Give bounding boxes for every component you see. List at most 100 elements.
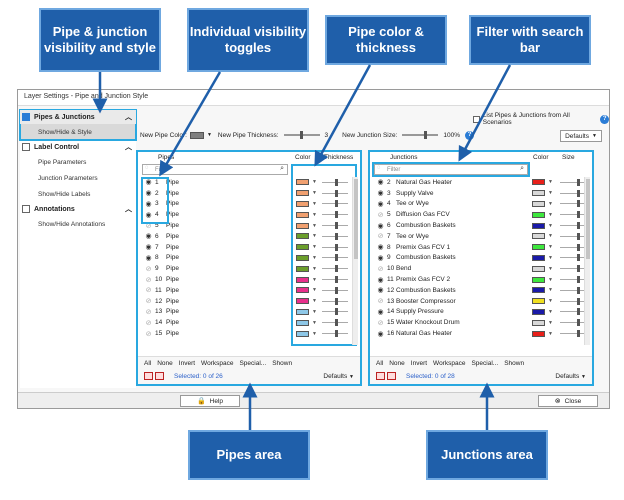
slider-thumb[interactable]: [577, 243, 580, 251]
eye-icon[interactable]: ◉: [145, 200, 152, 208]
slider-thumb[interactable]: [577, 211, 580, 219]
chevron-down-icon[interactable]: ▼: [312, 287, 317, 294]
pipe-color-swatch[interactable]: [296, 190, 309, 197]
junctions-column-size[interactable]: Size: [562, 154, 575, 161]
chevron-down-icon[interactable]: ▼: [312, 200, 317, 207]
chevron-down-icon[interactable]: ▼: [548, 190, 553, 197]
junctions-column-name[interactable]: Junctions: [390, 154, 418, 161]
quick-select-link[interactable]: Special...: [239, 360, 267, 367]
slider-thumb[interactable]: [335, 308, 338, 316]
pipe-thickness-slider[interactable]: [322, 319, 348, 327]
chevron-down-icon[interactable]: ▼: [548, 265, 553, 272]
eye-off-icon[interactable]: ⊘: [145, 298, 152, 306]
pipe-color-swatch[interactable]: [296, 200, 309, 207]
junctions-filter-input[interactable]: ◌ Filter ⌕: [372, 162, 530, 177]
pipe-color-swatch[interactable]: [296, 233, 309, 240]
quick-select-link[interactable]: Invert: [410, 360, 428, 367]
table-icon[interactable]: [155, 372, 164, 380]
quick-select-link[interactable]: Workspace: [433, 360, 466, 367]
search-icon[interactable]: ⌕: [280, 165, 284, 172]
slider-thumb[interactable]: [335, 276, 338, 284]
new-pipe-color-swatch[interactable]: [189, 131, 204, 139]
quick-select-link[interactable]: None: [157, 360, 173, 367]
chevron-down-icon[interactable]: ▼: [548, 233, 553, 240]
slider-thumb[interactable]: [577, 178, 580, 186]
junction-color-swatch[interactable]: [532, 179, 545, 186]
junction-color-swatch[interactable]: [532, 330, 545, 337]
chevron-down-icon[interactable]: ▼: [548, 254, 553, 261]
eye-off-icon[interactable]: ⊘: [377, 298, 384, 306]
close-button[interactable]: ⊗Close: [538, 395, 598, 407]
eye-icon[interactable]: ◉: [377, 330, 384, 338]
eye-icon[interactable]: ◉: [377, 222, 384, 230]
pipe-thickness-slider[interactable]: [322, 330, 348, 338]
junction-size-slider[interactable]: [560, 200, 586, 208]
slider-thumb[interactable]: [577, 265, 580, 273]
chevron-down-icon[interactable]: ▼: [548, 276, 553, 283]
slider-thumb[interactable]: [335, 286, 338, 294]
junction-size-slider[interactable]: [560, 232, 586, 240]
junction-color-swatch[interactable]: [532, 211, 545, 218]
eye-icon[interactable]: ◉: [377, 244, 384, 252]
pipes-scrollbar[interactable]: [352, 177, 358, 345]
slider-thumb[interactable]: [335, 265, 338, 273]
junction-color-swatch[interactable]: [532, 254, 545, 261]
pipe-color-swatch[interactable]: [296, 330, 309, 337]
pipe-thickness-slider[interactable]: [322, 211, 348, 219]
pipe-color-swatch[interactable]: [296, 254, 309, 261]
junctions-defaults-button[interactable]: Defaults ▼: [555, 373, 586, 380]
eye-off-icon[interactable]: ⊘: [377, 233, 384, 241]
chevron-down-icon[interactable]: ▼: [548, 298, 553, 305]
eye-icon[interactable]: ◉: [377, 190, 384, 198]
chevron-down-icon[interactable]: ▼: [312, 254, 317, 261]
eye-off-icon[interactable]: ⊘: [145, 287, 152, 295]
slider-thumb[interactable]: [577, 189, 580, 197]
chevron-down-icon[interactable]: ▼: [312, 222, 317, 229]
pipe-thickness-slider[interactable]: [322, 308, 348, 316]
chevron-down-icon[interactable]: ▼: [312, 265, 317, 272]
table-icon[interactable]: [376, 372, 385, 380]
junctions-scrollbar[interactable]: [584, 177, 590, 345]
quick-select-link[interactable]: Special...: [471, 360, 499, 367]
chevron-down-icon[interactable]: ▼: [312, 308, 317, 315]
junction-size-slider[interactable]: [560, 276, 586, 284]
eye-icon[interactable]: ◉: [377, 179, 384, 187]
slider-thumb[interactable]: [335, 222, 338, 230]
chevron-up-icon[interactable]: ︿: [125, 144, 132, 151]
chevron-down-icon[interactable]: ▼: [312, 211, 317, 218]
eye-off-icon[interactable]: ⊘: [145, 222, 152, 230]
pipes-defaults-button[interactable]: Defaults ▼: [323, 373, 354, 380]
junction-color-swatch[interactable]: [532, 265, 545, 272]
pipe-color-swatch[interactable]: [296, 179, 309, 186]
slider-thumb[interactable]: [577, 297, 580, 305]
table-icon[interactable]: [387, 372, 396, 380]
chevron-down-icon[interactable]: ▼: [548, 330, 553, 337]
slider-thumb[interactable]: [577, 222, 580, 230]
pipe-thickness-slider[interactable]: [322, 200, 348, 208]
pipe-thickness-slider[interactable]: [322, 297, 348, 305]
slider-thumb[interactable]: [577, 254, 580, 262]
pipe-color-swatch[interactable]: [296, 222, 309, 229]
chevron-down-icon[interactable]: ▼: [312, 298, 317, 305]
chevron-down-icon[interactable]: ▼: [312, 244, 317, 251]
sidebar-item-show-hide-labels[interactable]: Show/Hide Labels: [38, 190, 91, 198]
eye-off-icon[interactable]: ⊘: [145, 330, 152, 338]
sidebar-item-show-hide-style[interactable]: Show/Hide & Style: [20, 124, 136, 140]
junction-color-swatch[interactable]: [532, 200, 545, 207]
eye-icon[interactable]: ◉: [377, 308, 384, 316]
